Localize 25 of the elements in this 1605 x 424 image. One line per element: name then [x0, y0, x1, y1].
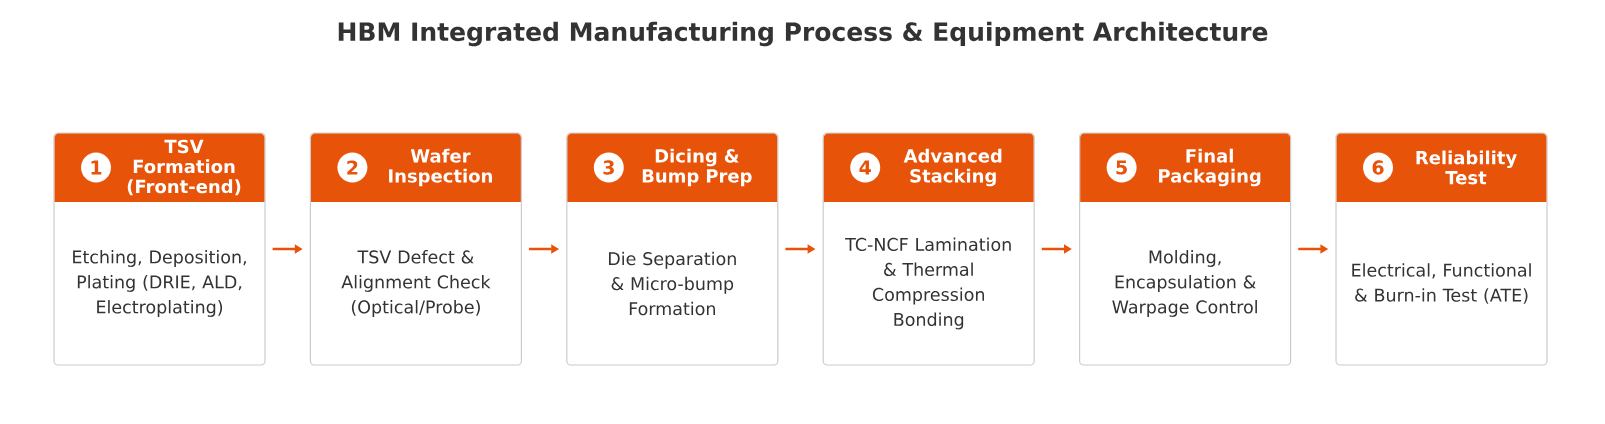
step-card — [822, 132, 1035, 366]
step-description: Molding, Encapsulation & Warpage Control — [1112, 250, 1257, 317]
step-description: Etching, Deposition, Plating (DRIE, ALD, Electroplating) — [73, 250, 246, 317]
title: HBM Integrated Manufacturing Process & Equipment Architecture — [338, 21, 1268, 47]
step-card — [309, 132, 522, 366]
step-title: Wafer Inspection — [389, 148, 492, 187]
step-card — [1335, 132, 1548, 366]
step-description: TSV Defect & Alignment Check (Optical/Probe) — [341, 250, 491, 317]
number-badge: 1 — [81, 152, 111, 183]
number-badge: 5 — [1106, 152, 1137, 183]
step-title: Final Packaging — [1159, 148, 1261, 187]
number-badge: 3 — [593, 152, 624, 183]
step-description: Die Separation & Micro-bump Formation — [609, 251, 736, 316]
step-card — [1079, 132, 1292, 366]
number-badge: 4 — [850, 152, 881, 183]
step-title: Advanced Stacking — [903, 148, 1002, 187]
number-badge: 2 — [337, 152, 368, 183]
step-title: TSV Formation (Front-end) — [127, 139, 241, 196]
step-title: Reliability Test — [1416, 150, 1517, 185]
step-title: Dicing & Bump Prep — [642, 148, 752, 187]
number-badge: 6 — [1363, 152, 1393, 183]
step-description: Electrical, Functional & Burn-in Test (ATE) — [1352, 263, 1531, 304]
step-card — [566, 132, 779, 366]
step-card — [53, 132, 266, 366]
step-description: TC-NCF Lamination & Thermal Compression Bonding — [845, 237, 1011, 330]
